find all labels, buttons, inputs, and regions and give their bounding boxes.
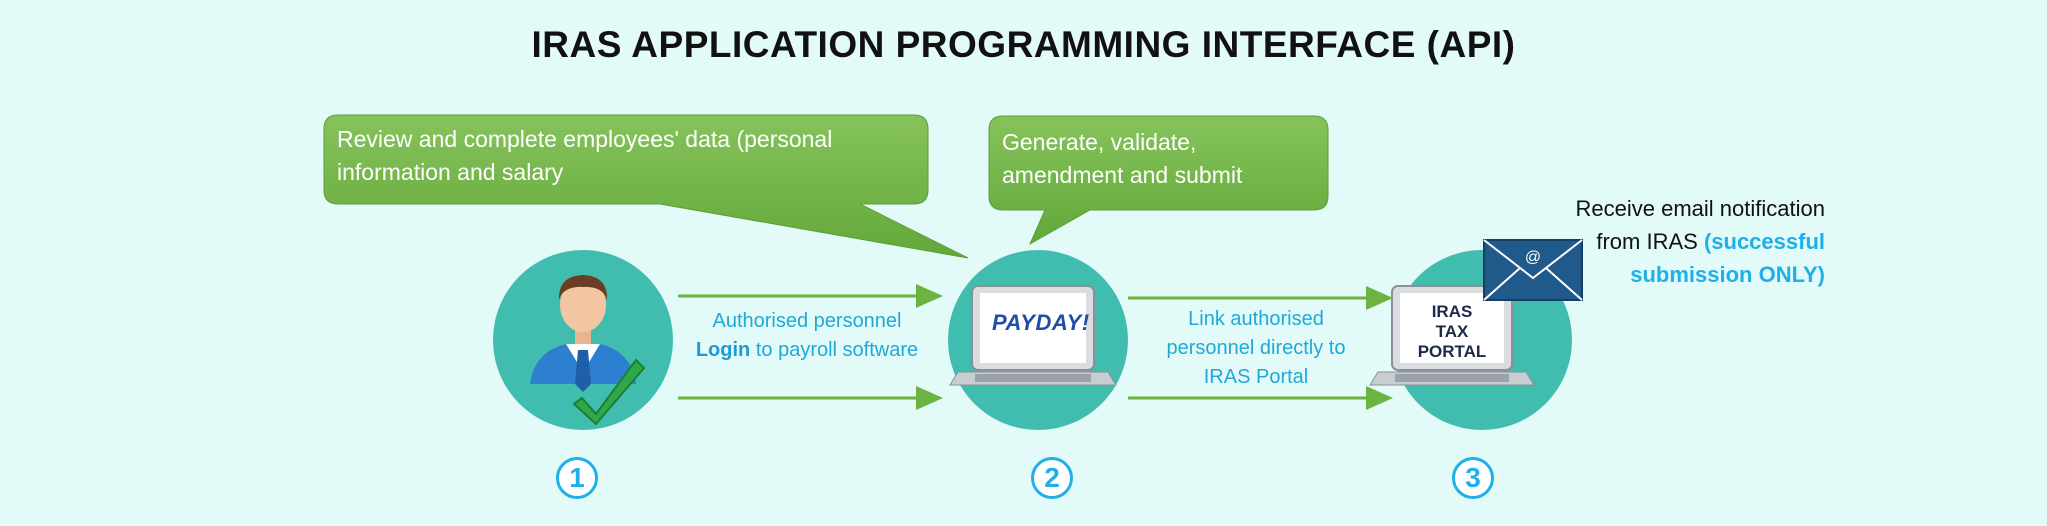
portal-laptop-icon xyxy=(1369,285,1535,386)
link-flow-text: Link authorised personnel directly to IR… xyxy=(1128,305,1384,392)
step-1-badge: 1 xyxy=(556,457,598,499)
iras-logo-line2: TAX PORTAL xyxy=(1417,322,1487,361)
link-line1: Link authorised xyxy=(1188,308,1324,330)
callout-review-text: Review and complete employees' data (per… xyxy=(337,126,833,185)
link-line2: personnel directly to xyxy=(1166,337,1346,359)
notification-line3: submission ONLY) xyxy=(1630,262,1825,287)
notification-line2-highlight: (successful xyxy=(1703,229,1825,254)
iras-logo-line1: IRAS xyxy=(1431,302,1473,321)
login-rest: to payroll software xyxy=(750,339,919,361)
page-title: IRAS APPLICATION PROGRAMMING INTERFACE (… xyxy=(531,24,1516,65)
login-flow-text: Authorised personnel Login to payroll so… xyxy=(672,307,942,365)
notification-line1: Receive email notification xyxy=(1575,196,1825,221)
payday-logo: PAYDAY! xyxy=(992,310,1090,335)
notification-line2-plain: from IRAS xyxy=(1596,229,1704,254)
notification-text: Receive email notification from IRAS (su… xyxy=(1460,192,1825,291)
notification-line2: from IRAS (successful xyxy=(1460,225,1825,258)
user-checkmark-icon xyxy=(530,275,646,426)
envelope-icon: @ xyxy=(1483,239,1583,301)
login-bold: Login xyxy=(695,339,751,361)
svg-text:@: @ xyxy=(1525,249,1541,266)
step-3-badge: 3 xyxy=(1452,457,1494,499)
callout-generate-line1: Generate, validate, xyxy=(1002,129,1197,155)
step-2-badge: 2 xyxy=(1031,457,1073,499)
laptop-icon xyxy=(949,285,1117,386)
callout-generate-line2: amendment and submit xyxy=(1002,162,1243,188)
iras-tax-portal-logo: IRAS TAX PORTAL xyxy=(1400,302,1504,362)
callout-generate-text: Generate, validate, amendment and submit xyxy=(1002,126,1322,192)
callout-review xyxy=(323,114,969,259)
login-line2: Login to payroll software xyxy=(672,336,942,365)
callout-generate xyxy=(988,115,1329,246)
login-line1: Authorised personnel xyxy=(712,310,902,332)
link-line3: IRAS Portal xyxy=(1203,366,1309,388)
